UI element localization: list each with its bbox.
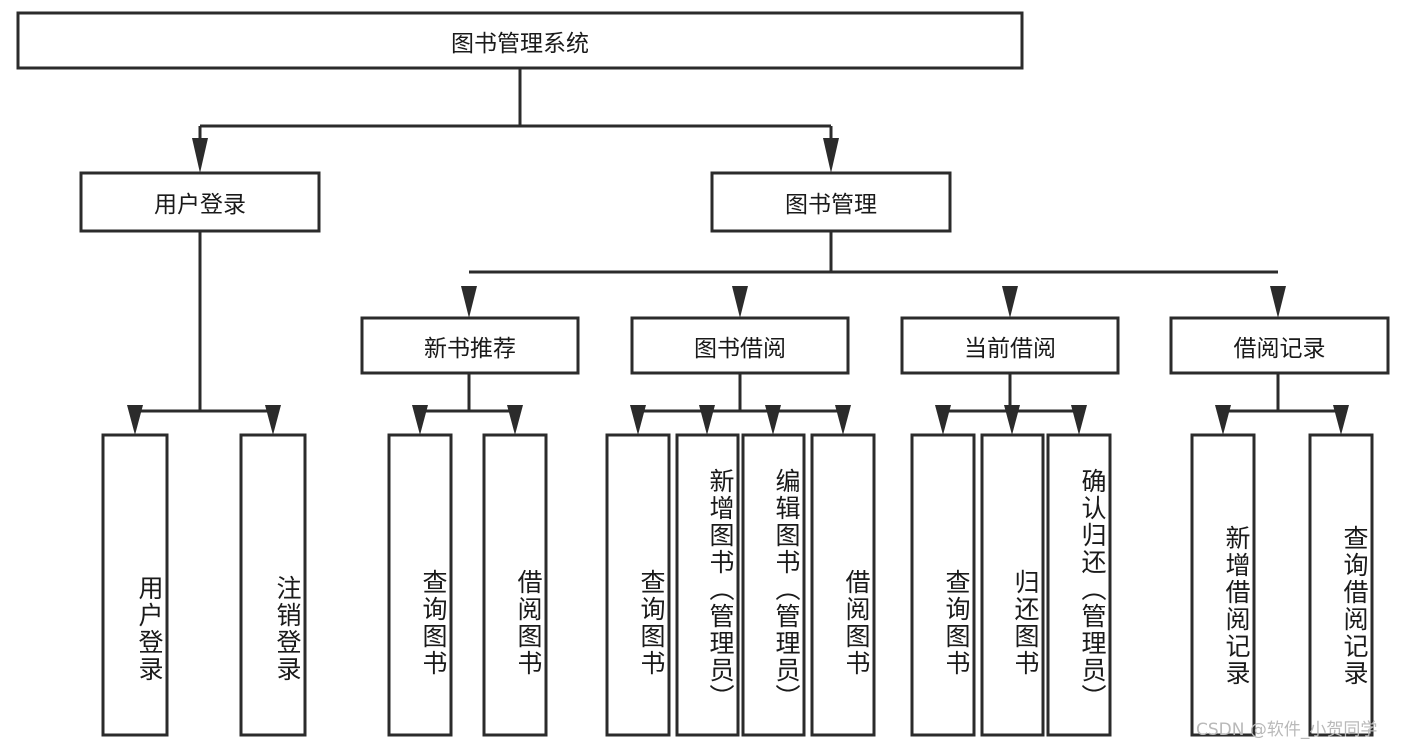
node-box-root[interactable] — [16, 11, 1024, 70]
node-box-leaf-user-login-1[interactable] — [239, 433, 307, 737]
arrow-head-user-login — [192, 138, 208, 173]
arrow-head-leaf-user-login-0 — [127, 405, 143, 435]
arrow-head-book-borrow — [732, 286, 748, 318]
node-box-leaf-book-borrow-1[interactable] — [675, 433, 740, 737]
node-box-leaf-book-borrow-0[interactable] — [605, 433, 671, 737]
node-box-book-manage[interactable] — [710, 171, 952, 233]
arrow-head-leaf-user-login-1 — [265, 405, 281, 435]
arrow-head-leaf-book-borrow-2 — [765, 405, 781, 435]
arrow-head-book-manage — [823, 138, 839, 173]
arrow-head-new-book-recommend — [461, 286, 477, 318]
node-box-leaf-book-borrow-2[interactable] — [741, 433, 806, 737]
arrow-head-leaf-book-borrow-3 — [835, 405, 851, 435]
node-box-leaf-current-borrow-2[interactable] — [1046, 433, 1112, 737]
arrow-head-leaf-current-borrow-0 — [935, 405, 951, 435]
node-box-book-borrow[interactable] — [630, 316, 850, 375]
node-box-new-book-recommend[interactable] — [360, 316, 580, 375]
node-box-leaf-book-borrow-3[interactable] — [810, 433, 876, 737]
node-box-leaf-current-borrow-0[interactable] — [910, 433, 976, 737]
node-box-leaf-user-login-0[interactable] — [101, 433, 169, 737]
arrow-head-borrow-record — [1270, 286, 1286, 318]
arrow-head-leaf-book-borrow-0 — [630, 405, 646, 435]
node-box-leaf-new-book-1[interactable] — [482, 433, 548, 737]
node-box-borrow-record[interactable] — [1169, 316, 1390, 375]
arrow-head-leaf-book-borrow-1 — [699, 405, 715, 435]
arrow-head-leaf-new-book-0 — [412, 405, 428, 435]
node-box-leaf-borrow-record-1[interactable] — [1308, 433, 1374, 737]
arrow-head-current-borrow — [1002, 286, 1018, 318]
node-box-leaf-new-book-0[interactable] — [387, 433, 453, 737]
arrow-head-leaf-borrow-record-0 — [1215, 405, 1231, 435]
node-box-current-borrow[interactable] — [900, 316, 1120, 375]
arrow-head-leaf-current-borrow-1 — [1004, 405, 1020, 435]
arrow-head-leaf-current-borrow-2 — [1071, 405, 1087, 435]
arrow-head-leaf-new-book-1 — [507, 405, 523, 435]
node-box-leaf-borrow-record-0[interactable] — [1190, 433, 1256, 737]
node-box-user-login[interactable] — [79, 171, 321, 233]
node-box-leaf-current-borrow-1[interactable] — [980, 433, 1045, 737]
arrow-head-leaf-borrow-record-1 — [1333, 405, 1349, 435]
